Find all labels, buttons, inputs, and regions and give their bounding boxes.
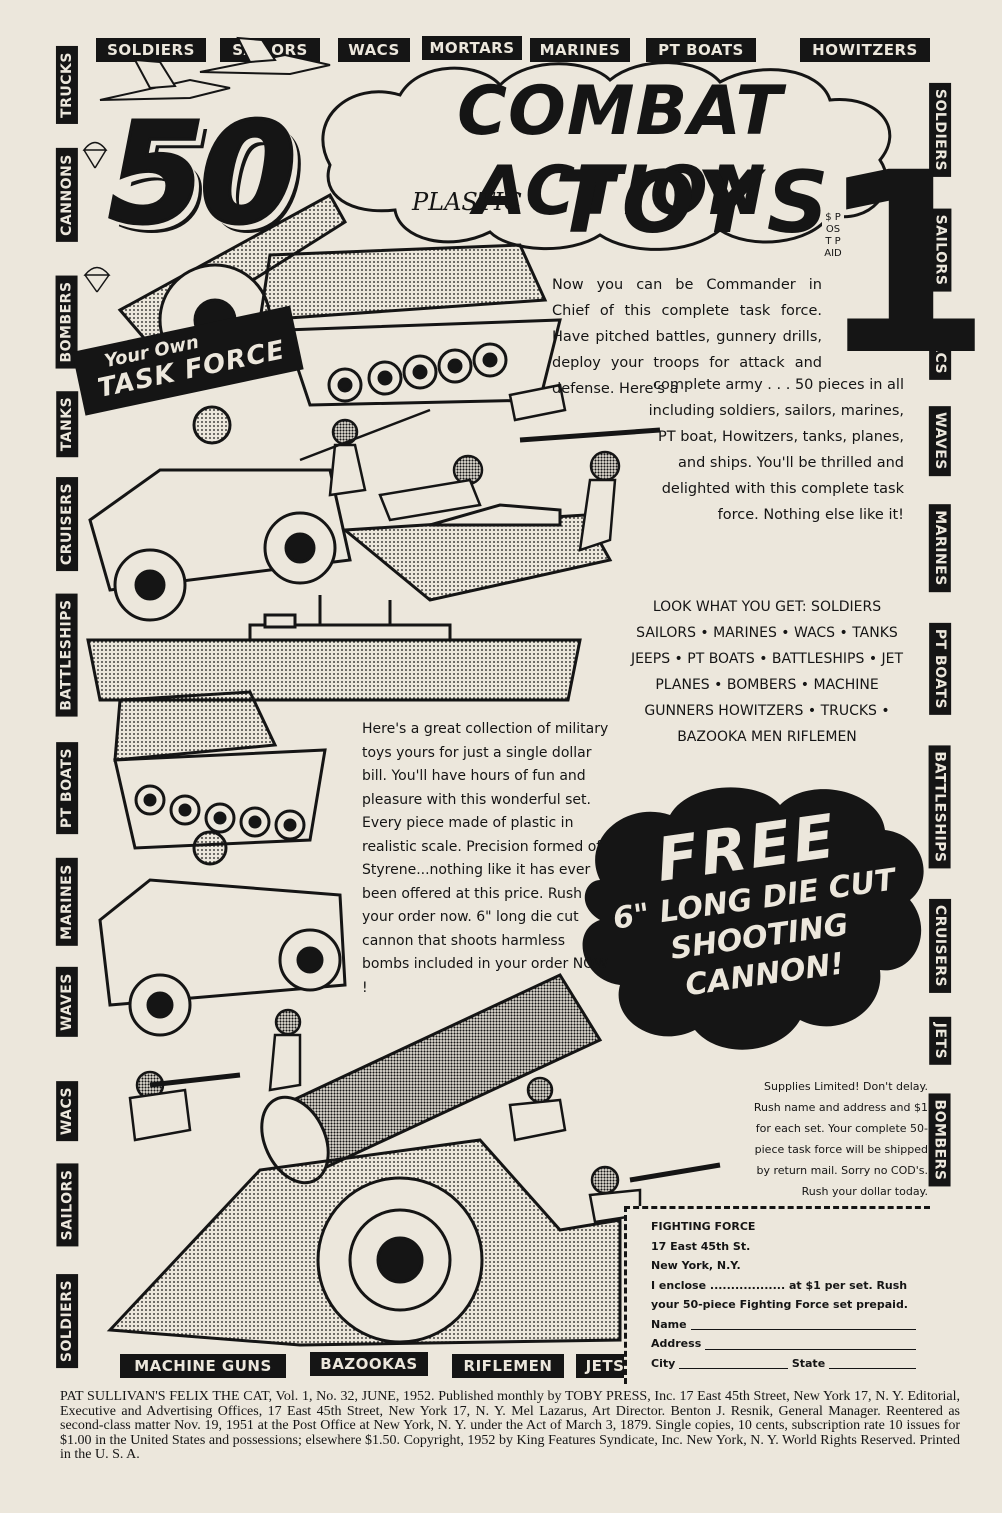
border-tag-bottom: BAZOOKAS [310, 1352, 428, 1376]
collection-paragraph: Here's a great collection of military to… [362, 721, 609, 996]
coupon-street: 17 East 45th St. [651, 1239, 751, 1253]
border-tag-top: WACS [338, 38, 410, 62]
border-tag-top: HOWITZERS [800, 38, 930, 62]
pt-boat-illustration [341, 503, 613, 602]
soldier-figures [299, 383, 661, 552]
coupon-name-field[interactable] [690, 1328, 916, 1330]
coupon-address-row[interactable]: Address [651, 1334, 920, 1354]
contents-list: LOOK WHAT YOU GET: SOLDIERS SAILORS • MA… [630, 599, 904, 745]
border-tag-top: MORTARS [422, 36, 522, 60]
intro-paragraph-2: complete army . . . 50 pieces in all inc… [648, 377, 904, 523]
publication-footer: PAT SULLIVAN'S FELIX THE CAT, Vol. 1, No… [60, 1389, 960, 1462]
tank-illustration [113, 690, 327, 850]
jet-plane-icon [99, 36, 331, 101]
postpaid-label: $ POST PAID [822, 210, 844, 262]
headline-plastic: PLASTIC [412, 188, 522, 216]
headline-combat-action: COMBAT ACTION [457, 72, 783, 231]
coupon-address-field[interactable] [705, 1348, 916, 1350]
coupon-city-row[interactable]: City State [651, 1354, 920, 1374]
border-tag-top: SOLDIERS [96, 38, 206, 62]
coupon-address-label: Address [651, 1337, 702, 1350]
soldier-figures [128, 1008, 721, 1224]
order-coupon: FIGHTING FORCE 17 East 45th St. New York… [624, 1206, 930, 1384]
coupon-enclose-text: I enclose .................. at $1 per s… [651, 1278, 908, 1312]
coupon-name-label: Name [651, 1317, 687, 1331]
coupon-city-label: City [651, 1356, 676, 1370]
border-tag-top: PT BOATS [646, 38, 756, 62]
jeep-illustration [88, 405, 352, 622]
cannon-illustration [106, 973, 622, 1347]
supplies-notice: Supplies Limited! Don't delay. Rush name… [753, 1080, 928, 1198]
parachute-icon [82, 141, 111, 293]
headline-toys: TOYS [555, 153, 837, 253]
coupon-city-line: New York, N.Y. [651, 1259, 741, 1272]
coupon-state-field[interactable] [829, 1367, 916, 1369]
coupon-city-field[interactable] [679, 1367, 788, 1369]
headline-count: 50 [107, 93, 299, 256]
free-offer-cloud [582, 787, 924, 1050]
coupon-company: FIGHTING FORCE [651, 1220, 756, 1233]
border-tag-bottom: RIFLEMEN [452, 1354, 564, 1378]
border-tag-top: MARINES [530, 38, 630, 62]
battleship-illustration [86, 595, 582, 702]
intro-paragraph-1: Now you can be Commander in Chief of thi… [552, 277, 822, 397]
coupon-state-label: State [791, 1356, 826, 1370]
jeep-illustration [98, 830, 347, 1037]
border-tag-bottom: MACHINE GUNS [120, 1354, 286, 1378]
tank-illustration [258, 243, 562, 407]
coupon-name-row[interactable]: Name [651, 1315, 920, 1335]
price-numeral: 1 [818, 119, 992, 410]
